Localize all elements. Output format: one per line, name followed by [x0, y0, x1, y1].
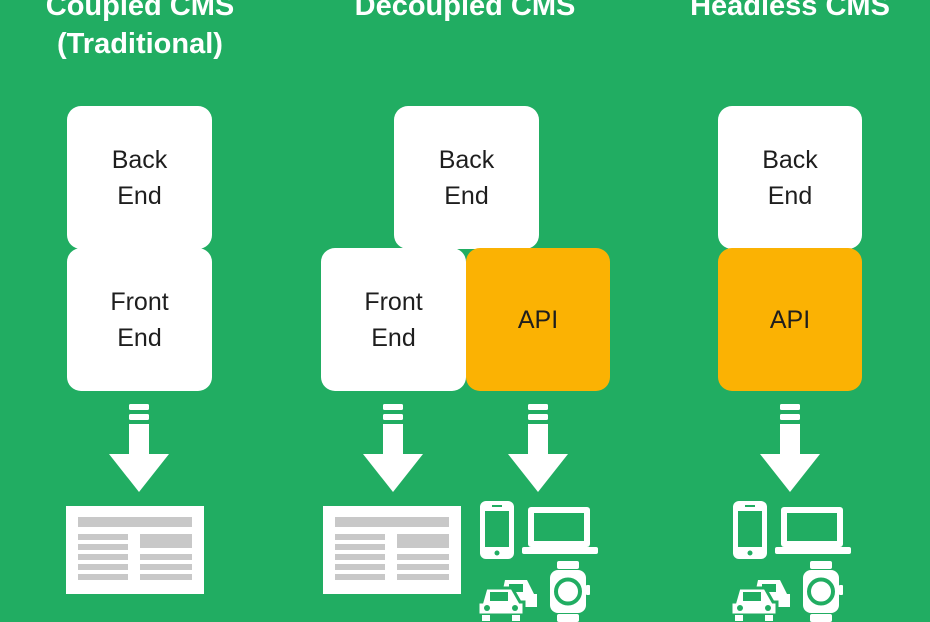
- column-title-decoupled: Decoupled CMS: [310, 0, 620, 25]
- back-end-box: Back End: [67, 106, 212, 249]
- down-arrow-icon: [760, 404, 820, 492]
- box-label-line: Back: [111, 145, 168, 174]
- box-label-line: End: [371, 323, 416, 352]
- title-line-1: Headless CMS: [690, 0, 890, 22]
- title-line-1: Decoupled CMS: [354, 0, 576, 22]
- box-label-line: Front: [110, 287, 169, 316]
- down-arrow-icon: [109, 404, 169, 492]
- back-end-box: Back End: [394, 106, 539, 249]
- box-label-line: API: [769, 305, 811, 334]
- title-line-1: Coupled CMS: [45, 0, 235, 22]
- title-line-2: (Traditional): [57, 28, 223, 60]
- box-label-line: Back: [438, 145, 495, 174]
- down-arrow-icon: [363, 404, 423, 492]
- down-arrow-icon: [508, 404, 568, 492]
- devices-icon: [478, 497, 603, 622]
- webpage-icon: [66, 506, 204, 594]
- webpage-icon: [323, 506, 461, 594]
- front-end-box: Front End: [67, 248, 212, 391]
- back-end-box: Back End: [718, 106, 862, 249]
- box-label-line: End: [117, 181, 162, 210]
- box-label-line: API: [517, 305, 559, 334]
- column-title-coupled: Coupled CMS (Traditional): [0, 0, 280, 63]
- box-label-line: End: [767, 181, 813, 210]
- box-label-line: End: [444, 181, 489, 210]
- box-label-line: Back: [762, 145, 818, 174]
- api-box: API: [466, 248, 610, 391]
- devices-icon: [731, 497, 856, 622]
- column-title-headless: Headless CMS: [650, 0, 930, 25]
- box-label-line: End: [117, 323, 162, 352]
- front-end-box: Front End: [321, 248, 466, 391]
- api-box: API: [718, 248, 862, 391]
- box-label-line: Front: [364, 287, 423, 316]
